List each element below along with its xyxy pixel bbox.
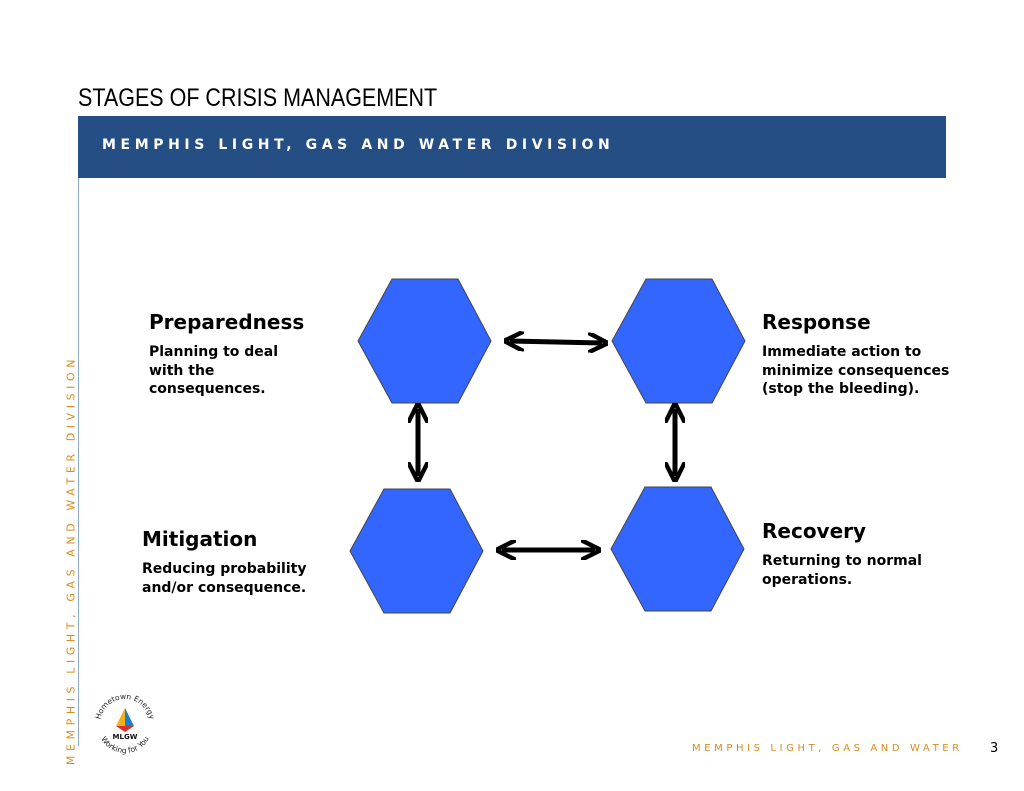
page-number: 3 — [990, 741, 999, 756]
mlgw-logo: Hometown Energy Working for You MLGW — [93, 692, 156, 755]
header-banner: MEMPHIS LIGHT, GAS AND WATER DIVISION — [78, 116, 946, 178]
footer-label: MEMPHIS LIGHT, GAS AND WATER — [692, 743, 963, 754]
slide-title: STAGES OF CRISIS MANAGEMENT — [78, 84, 438, 112]
stage-preparedness-desc: Planning to deal with the consequences. — [149, 344, 279, 397]
arrow-preparedness-response — [510, 341, 602, 343]
stage-preparedness: Preparedness Planning to deal with the c… — [149, 310, 324, 399]
stage-recovery-title: Recovery — [762, 519, 867, 543]
stage-response-desc: Immediate action to minimize consequence… — [762, 344, 950, 397]
hexagon-mitigation — [349, 488, 484, 614]
stage-recovery-desc: Returning to normal operations. — [762, 553, 922, 588]
banner-text: MEMPHIS LIGHT, GAS AND WATER DIVISION — [102, 137, 615, 153]
stage-recovery: Recovery Returning to normal operations. — [762, 519, 962, 589]
stage-preparedness-title: Preparedness — [149, 310, 305, 334]
stage-mitigation: Mitigation Reducing probability and/or c… — [142, 527, 342, 597]
stage-mitigation-title: Mitigation — [142, 527, 258, 551]
hexagon-recovery — [610, 486, 745, 612]
left-divider-line — [78, 178, 79, 746]
stage-response: Response Immediate action to minimize co… — [762, 310, 992, 399]
hexagon-response — [611, 278, 746, 404]
stage-response-title: Response — [762, 310, 871, 334]
logo-mark: MLGW — [113, 733, 138, 741]
hexagon-preparedness — [357, 278, 492, 404]
stage-mitigation-desc: Reducing probability and/or consequence. — [142, 561, 307, 596]
